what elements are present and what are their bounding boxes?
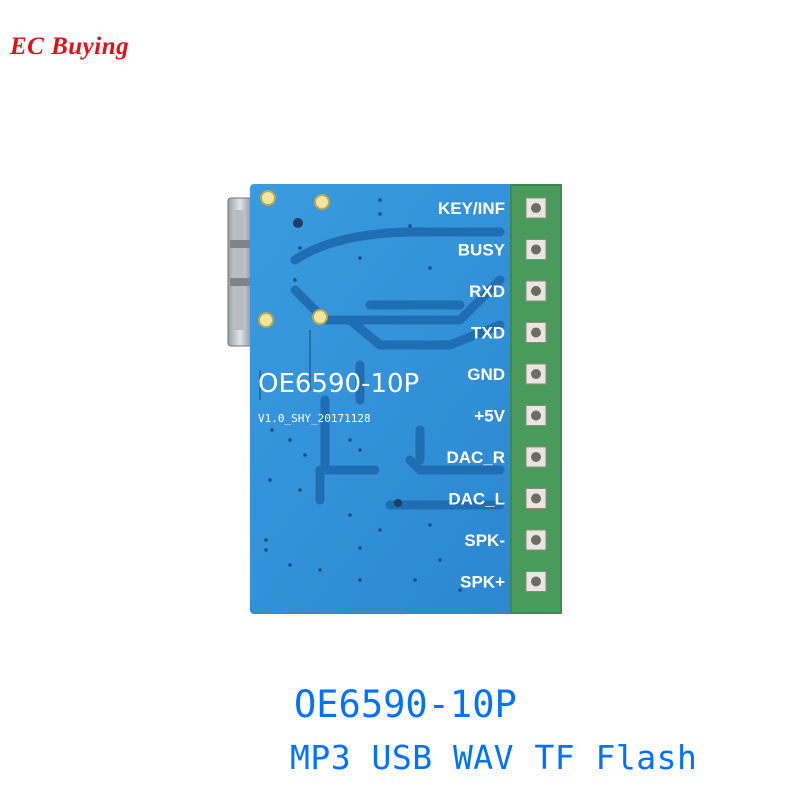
pin-label: SPK+ bbox=[460, 573, 505, 592]
pin-label: +5V bbox=[474, 407, 505, 426]
pin-label: KEY/INF bbox=[438, 199, 505, 218]
pin-hole bbox=[531, 493, 541, 504]
pin-hole bbox=[531, 244, 541, 255]
vias bbox=[264, 198, 462, 592]
pin-hole bbox=[531, 452, 541, 462]
pin-label: DAC_R bbox=[446, 448, 505, 467]
pin-label: SPK- bbox=[464, 531, 505, 550]
pin-label: DAC_L bbox=[448, 490, 505, 509]
pin-hole bbox=[531, 576, 541, 587]
solder-pads bbox=[258, 190, 402, 507]
pin-hole bbox=[531, 535, 541, 545]
pin-hole bbox=[531, 410, 541, 421]
pin-hole bbox=[531, 369, 541, 379]
pin-hole bbox=[531, 203, 541, 213]
usb-connector bbox=[227, 197, 253, 347]
pin-hole bbox=[531, 327, 541, 338]
board-version-silkscreen: V1.0_SHY_20171128 bbox=[258, 412, 371, 425]
pin-label: RXD bbox=[469, 282, 505, 301]
pin-label: BUSY bbox=[458, 241, 506, 260]
pin-hole bbox=[531, 286, 541, 296]
caption-model: OE6590-10P bbox=[294, 683, 517, 726]
pcb-module: OE6590-10P V1.0_SHY_20171128 KEY/INF BUSY… bbox=[200, 170, 580, 630]
pcb-traces bbox=[290, 227, 505, 510]
caption-features: MP3 USB WAV TF Flash bbox=[290, 738, 698, 777]
pin-label: TXD bbox=[471, 324, 505, 343]
board-model-silkscreen: OE6590-10P bbox=[258, 369, 419, 399]
pin-label: GND bbox=[467, 365, 505, 384]
brand-logo: EC Buying bbox=[10, 33, 130, 60]
